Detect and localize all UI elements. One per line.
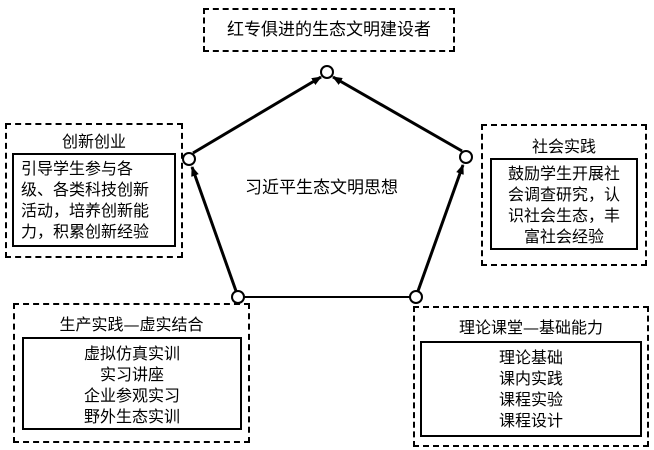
center-label: 习近平生态文明思想: [245, 178, 398, 198]
arrow-bottom-right-to-right: [416, 164, 465, 292]
arrow-bottom-left-to-left: [190, 166, 238, 292]
production-line: 实习讲座: [99, 365, 164, 384]
social-line: 识社会生态，丰: [507, 206, 620, 225]
production-line: 野外生态实训: [83, 407, 180, 426]
theory-line: 课程实验: [498, 390, 563, 409]
goal-box: 红专俱进的生态文明建设者: [203, 8, 455, 52]
goal-title: 红专俱进的生态文明建设者: [227, 20, 431, 40]
innovation-title: 创新创业: [61, 132, 126, 151]
theory-lines: 理论基础 课内实践 课程实验 课程设计: [422, 347, 640, 431]
node-left: [182, 152, 196, 166]
node-bottom-left: [231, 290, 245, 304]
production-box: 生产实践—虚实结合: [13, 303, 250, 443]
theory-line: 课程设计: [498, 411, 563, 430]
node-top: [320, 65, 334, 79]
production-content-box: 虚拟仿真实训 实习讲座 企业参观实习 野外生态实训: [22, 337, 242, 430]
arrow-left-to-top: [192, 75, 322, 155]
social-title: 社会实践: [531, 137, 596, 156]
innovation-line: 力，积累创新经验: [21, 222, 150, 241]
innovation-line: 级、各类科技创新: [21, 180, 150, 199]
arrow-right-to-top: [332, 75, 463, 153]
social-box: 社会实践: [481, 124, 647, 266]
innovation-content-box: 引导学生参与各 级、各类科技创新 活动，培养创新能 力，积累创新经验: [12, 153, 176, 247]
innovation-line: 活动，培养创新能: [21, 201, 150, 220]
theory-line: 课内实践: [498, 369, 563, 388]
theory-content-box: 理论基础 课内实践 课程实验 课程设计: [420, 341, 642, 437]
node-bottom-right: [409, 290, 423, 304]
innovation-lines: 引导学生参与各 级、各类科技创新 活动，培养创新能 力，积累创新经验: [21, 158, 149, 242]
theory-line: 理论基础: [498, 348, 563, 367]
social-content-box: 鼓励学生开展社 会调查研究，认 识社会生态，丰 富社会经验: [490, 158, 638, 250]
social-line: 会调查研究，认: [507, 185, 620, 204]
theory-title: 理论课堂—基础能力: [458, 318, 603, 337]
production-line: 虚拟仿真实训: [83, 344, 180, 363]
social-lines: 鼓励学生开展社 会调查研究，认 识社会生态，丰 富社会经验: [492, 163, 636, 247]
theory-box: 理论课堂—基础能力: [413, 306, 649, 447]
production-line: 企业参观实习: [83, 386, 180, 405]
social-line: 富社会经验: [523, 227, 604, 246]
production-title: 生产实践—虚实结合: [59, 315, 204, 334]
innovation-line: 引导学生参与各: [21, 159, 134, 178]
production-lines: 虚拟仿真实训 实习讲座 企业参观实习 野外生态实训: [24, 343, 240, 427]
node-right: [459, 150, 473, 164]
social-line: 鼓励学生开展社: [507, 164, 620, 183]
innovation-box: 创新创业: [5, 123, 183, 258]
